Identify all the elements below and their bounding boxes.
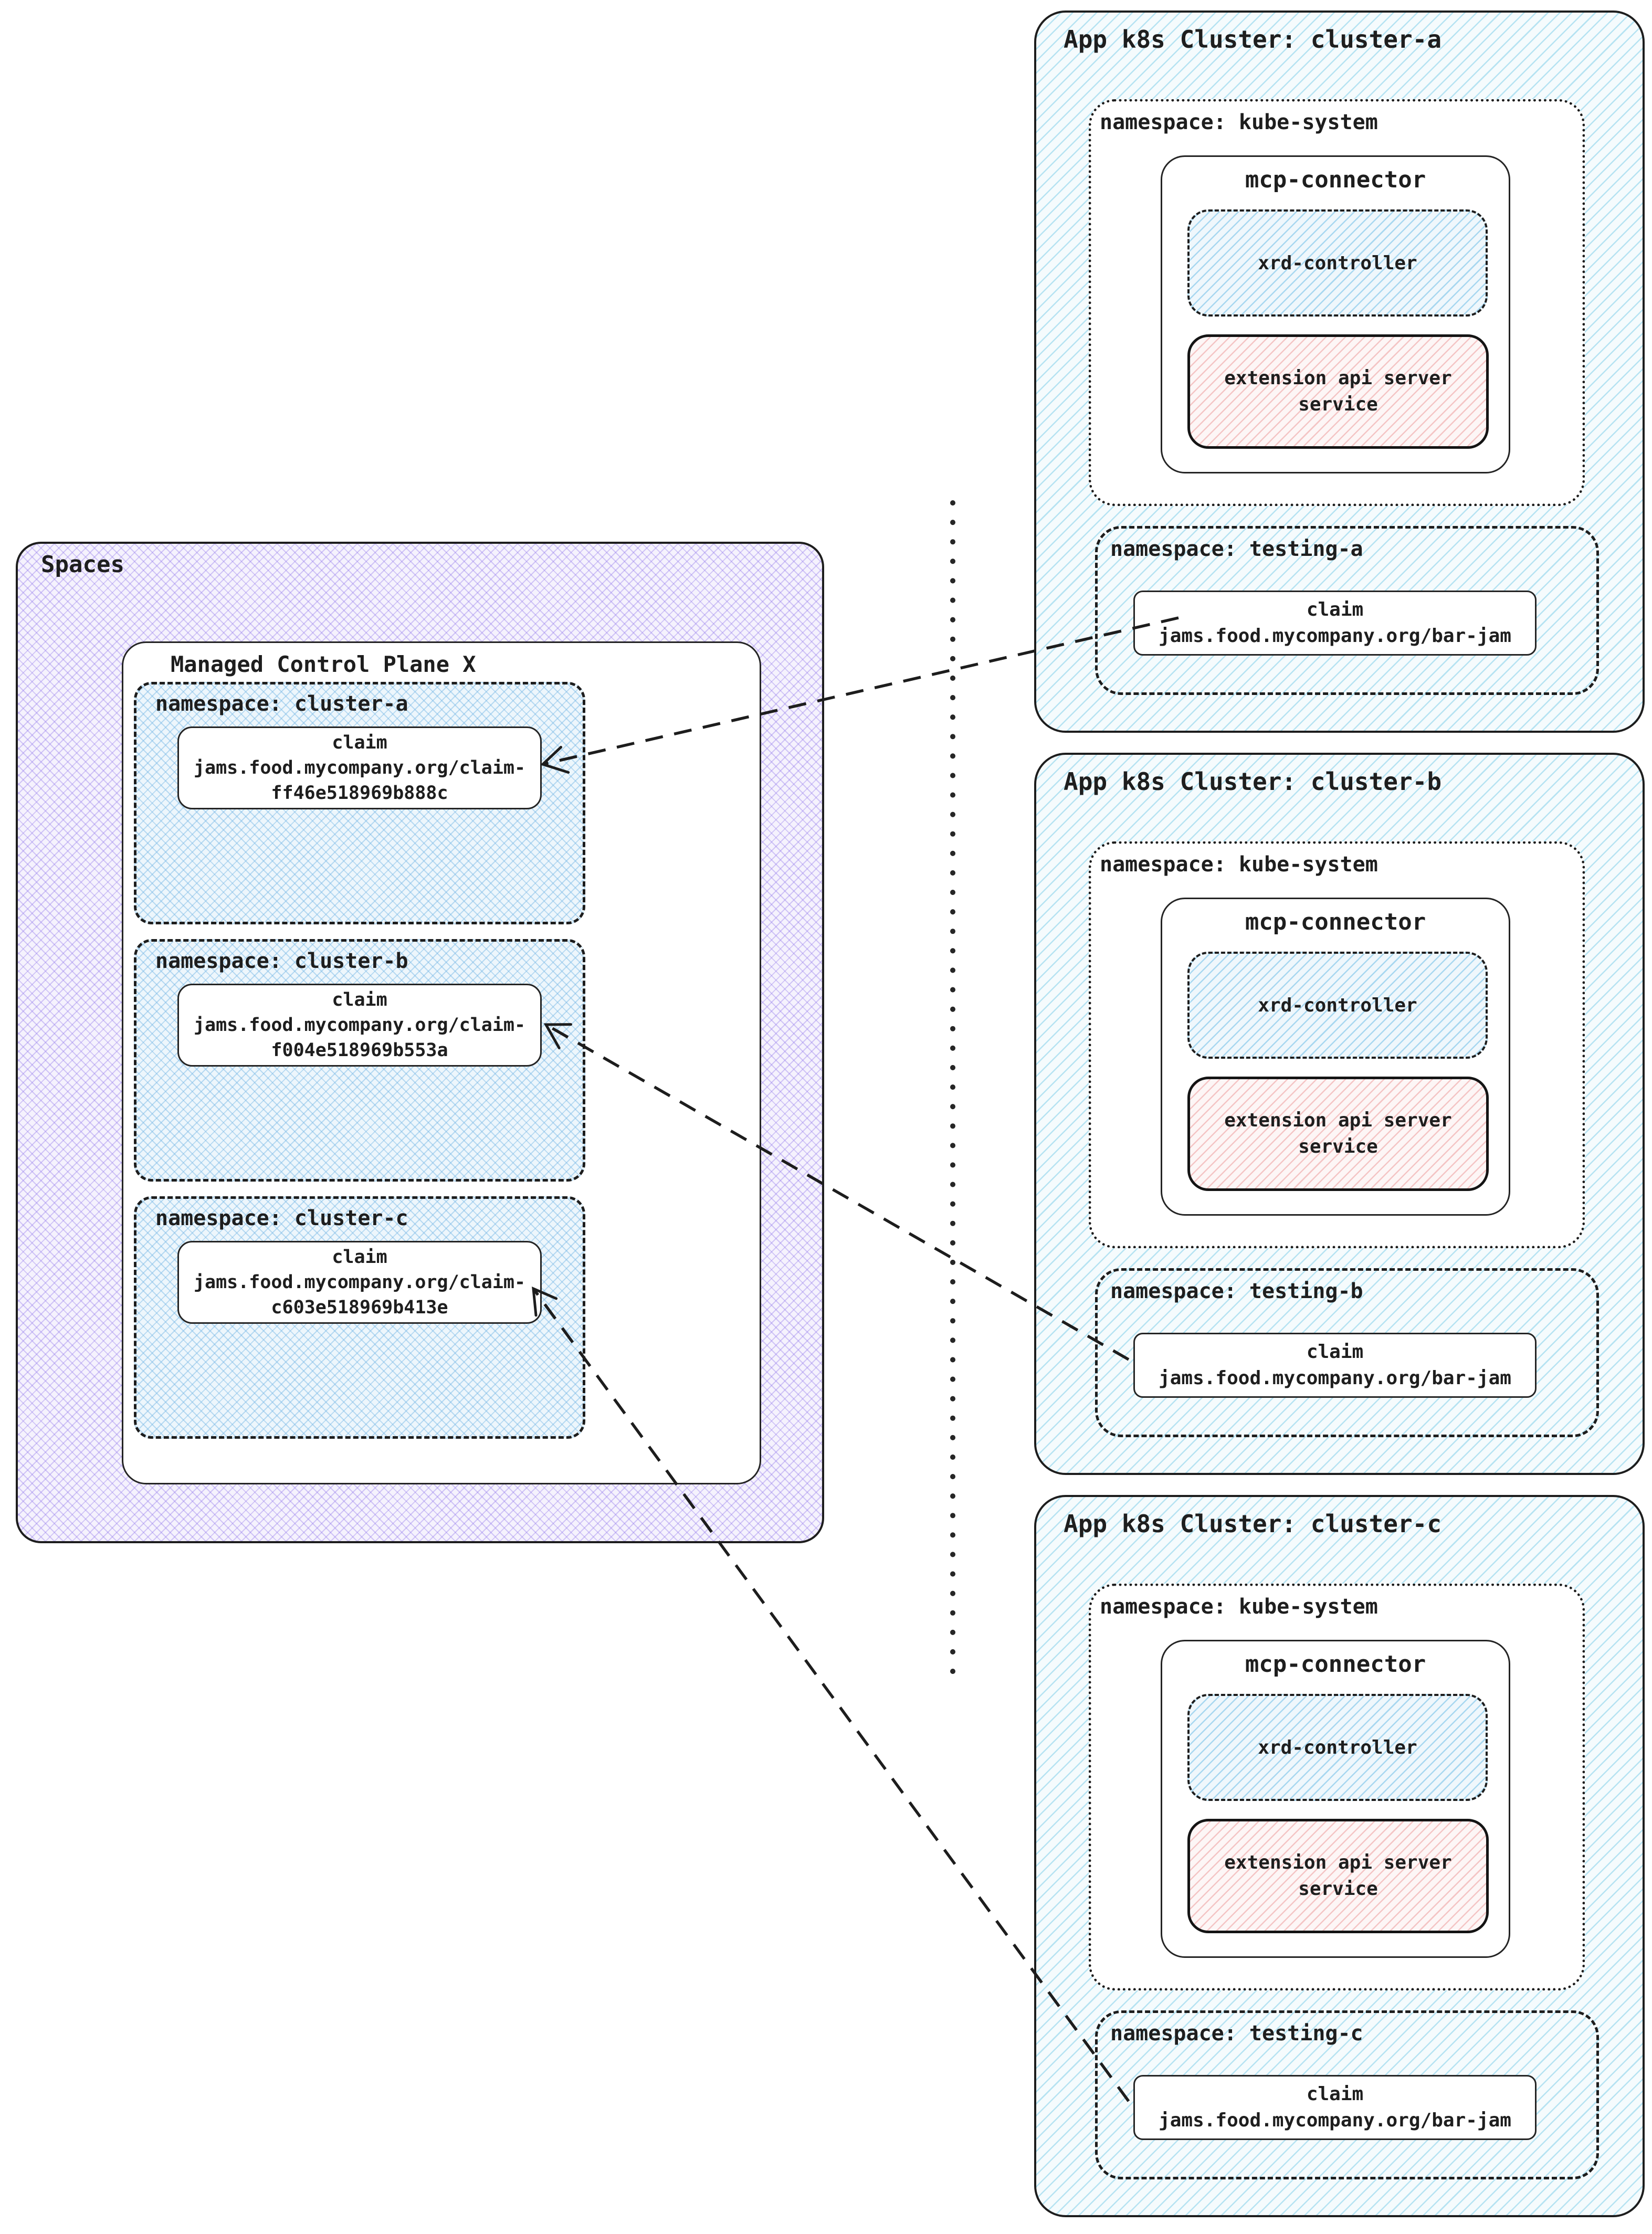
app-cluster-c-title: App k8s Cluster: cluster-c [1064, 1510, 1442, 1538]
managed-control-plane-label: Managed Control Plane X [171, 651, 476, 677]
namespace-cluster-b-label: namespace: cluster-b [155, 949, 408, 973]
claim-title: claim [1306, 2083, 1364, 2105]
extension-api-server-line-1: extension api server [1224, 1110, 1452, 1131]
claim-box-cluster-b: claim jams.food.mycompany.org/claim- f00… [177, 984, 542, 1067]
mcp-connector-box-b: mcp-connector xrd-controller extension a… [1161, 898, 1510, 1216]
claim-title: claim [332, 1247, 387, 1268]
namespace-cluster-b-box: namespace: cluster-b claim jams.food.myc… [134, 939, 585, 1182]
extension-api-server-line-2: service [1298, 1878, 1378, 1900]
claim-line-1: jams.food.mycompany.org/claim- [193, 1015, 526, 1036]
claim-line-1: jams.food.mycompany.org/claim- [193, 757, 526, 778]
extension-api-server-box-a: extension api server service [1187, 334, 1489, 449]
kube-system-namespace-box-c: namespace: kube-system mcp-connector xrd… [1089, 1584, 1585, 1990]
xrd-controller-box-b: xrd-controller [1187, 952, 1488, 1059]
xrd-controller-label: xrd-controller [1258, 994, 1417, 1016]
extension-api-server-box-b: extension api server service [1187, 1077, 1489, 1191]
claim-box-cluster-a: claim jams.food.mycompany.org/claim- ff4… [177, 726, 542, 809]
app-cluster-b-title: App k8s Cluster: cluster-b [1064, 767, 1442, 796]
testing-c-namespace-box: namespace: testing-c claim jams.food.myc… [1095, 2010, 1599, 2179]
app-cluster-b-box: App k8s Cluster: cluster-b namespace: ku… [1034, 753, 1645, 1475]
claim-value: jams.food.mycompany.org/bar-jam [1159, 1367, 1511, 1389]
claim-title: claim [332, 989, 387, 1010]
namespace-cluster-a-box: namespace: cluster-a claim jams.food.myc… [134, 682, 585, 924]
kube-system-namespace-label: namespace: kube-system [1100, 110, 1378, 134]
xrd-controller-box-a: xrd-controller [1187, 209, 1488, 317]
claim-line-2: c603e518969b413e [271, 1297, 448, 1318]
testing-b-namespace-label: namespace: testing-b [1110, 1279, 1363, 1303]
mcp-connector-label: mcp-connector [1245, 909, 1426, 935]
testing-a-namespace-box: namespace: testing-a claim jams.food.myc… [1095, 526, 1599, 695]
extension-api-server-line-1: extension api server [1224, 1852, 1452, 1873]
namespace-cluster-a-label: namespace: cluster-a [155, 692, 408, 716]
kube-system-namespace-label: namespace: kube-system [1100, 852, 1378, 877]
mcp-connector-box-a: mcp-connector xrd-controller extension a… [1161, 155, 1510, 473]
claim-title: claim [1306, 1341, 1364, 1363]
spaces-container: Spaces Managed Control Plane X namespace… [16, 542, 824, 1543]
claim-box-testing-b: claim jams.food.mycompany.org/bar-jam [1133, 1333, 1537, 1398]
claim-title: claim [332, 732, 387, 753]
managed-control-plane-box: Managed Control Plane X namespace: clust… [122, 641, 761, 1484]
mcp-connector-box-c: mcp-connector xrd-controller extension a… [1161, 1640, 1510, 1958]
app-cluster-c-box: App k8s Cluster: cluster-c namespace: ku… [1034, 1495, 1645, 2217]
claim-box-testing-c: claim jams.food.mycompany.org/bar-jam [1133, 2075, 1537, 2140]
namespace-cluster-c-label: namespace: cluster-c [155, 1206, 408, 1230]
extension-api-server-line-2: service [1298, 394, 1378, 415]
claim-line-2: f004e518969b553a [271, 1040, 448, 1061]
testing-c-namespace-label: namespace: testing-c [1110, 2021, 1363, 2046]
spaces-label: Spaces [41, 551, 124, 578]
extension-api-server-line-1: extension api server [1224, 367, 1452, 389]
namespace-cluster-c-box: namespace: cluster-c claim jams.food.myc… [134, 1196, 585, 1439]
app-cluster-a-box: App k8s Cluster: cluster-a namespace: ku… [1034, 10, 1645, 733]
xrd-controller-box-c: xrd-controller [1187, 1694, 1488, 1801]
kube-system-namespace-box-b: namespace: kube-system mcp-connector xrd… [1089, 841, 1585, 1248]
claim-value: jams.food.mycompany.org/bar-jam [1159, 2110, 1511, 2131]
xrd-controller-label: xrd-controller [1258, 1736, 1417, 1758]
claim-line-1: jams.food.mycompany.org/claim- [193, 1272, 526, 1293]
claim-box-testing-a: claim jams.food.mycompany.org/bar-jam [1133, 591, 1537, 656]
testing-a-namespace-label: namespace: testing-a [1110, 537, 1363, 561]
mcp-connector-label: mcp-connector [1245, 1651, 1426, 1678]
claim-line-2: ff46e518969b888c [271, 783, 448, 804]
extension-api-server-line-2: service [1298, 1136, 1378, 1157]
extension-api-server-box-c: extension api server service [1187, 1819, 1489, 1933]
claim-box-cluster-c: claim jams.food.mycompany.org/claim- c60… [177, 1241, 542, 1324]
kube-system-namespace-label: namespace: kube-system [1100, 1595, 1378, 1619]
claim-title: claim [1306, 599, 1364, 620]
mcp-connector-label: mcp-connector [1245, 166, 1426, 193]
claim-value: jams.food.mycompany.org/bar-jam [1159, 625, 1511, 647]
testing-b-namespace-box: namespace: testing-b claim jams.food.myc… [1095, 1268, 1599, 1437]
kube-system-namespace-box-a: namespace: kube-system mcp-connector xrd… [1089, 99, 1585, 506]
app-cluster-a-title: App k8s Cluster: cluster-a [1064, 25, 1442, 54]
xrd-controller-label: xrd-controller [1258, 252, 1417, 274]
